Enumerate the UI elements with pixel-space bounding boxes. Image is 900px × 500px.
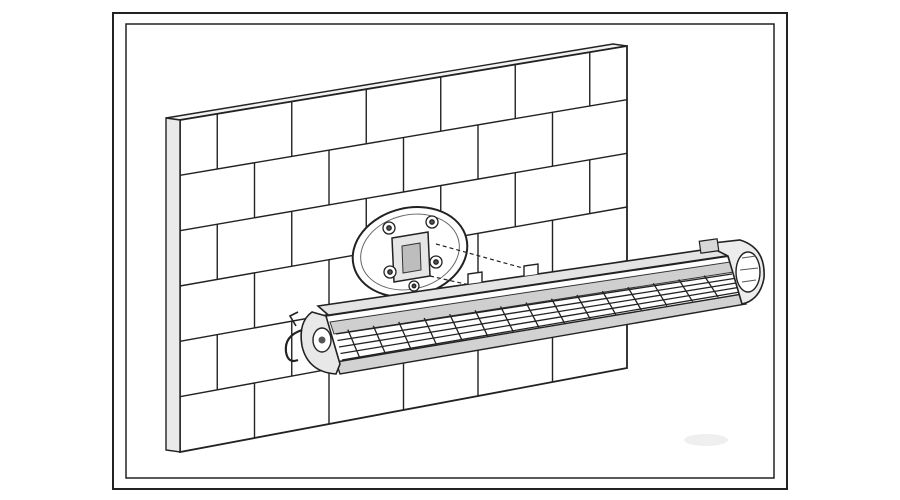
grill-rib: [652, 282, 668, 307]
bracket-slot: [401, 242, 422, 274]
power-cable: [284, 328, 303, 363]
heater-hooks: [467, 263, 539, 284]
left-cap-screw-icon: [318, 336, 326, 344]
grill-rib: [372, 325, 387, 355]
grill-rib: [347, 329, 361, 359]
grill-bar: [340, 286, 739, 355]
grill-rib: [449, 313, 463, 342]
grill-rib: [398, 321, 412, 350]
heater-unit: [284, 238, 765, 375]
hook-icon: [467, 271, 483, 284]
grill-rib: [601, 290, 617, 315]
outer-frame: [112, 12, 788, 490]
frame: [112, 12, 788, 490]
hook-icon: [523, 263, 539, 276]
grill-bar: [341, 291, 741, 361]
grill-rib: [703, 275, 719, 298]
heater-left-cap: [284, 311, 341, 375]
bracket-screws: [382, 215, 443, 292]
grill-rib: [627, 286, 642, 311]
inner-frame: [125, 23, 775, 479]
grill-rib: [678, 279, 694, 302]
grill-rib: [550, 298, 566, 324]
grill-rib: [576, 294, 591, 320]
right-cap-clip: [698, 238, 720, 254]
heater-right-cap: [698, 238, 765, 305]
mounting-bracket: [351, 206, 469, 298]
grill-rib: [474, 310, 489, 337]
grill-rib: [525, 302, 540, 328]
watermark: [684, 434, 728, 446]
wall-side-edge: [165, 117, 181, 453]
heater-grill: [335, 273, 741, 361]
grill-bar: [335, 273, 733, 335]
heater-lower-lip: [335, 293, 747, 375]
right-cap-vents: [739, 255, 759, 283]
grill-rib: [500, 306, 515, 333]
grill-rib: [423, 317, 438, 346]
grill-bar: [337, 277, 735, 342]
right-cap-face: [735, 251, 761, 293]
cable-clip: [288, 311, 299, 327]
guide-line-upper: [435, 243, 531, 271]
